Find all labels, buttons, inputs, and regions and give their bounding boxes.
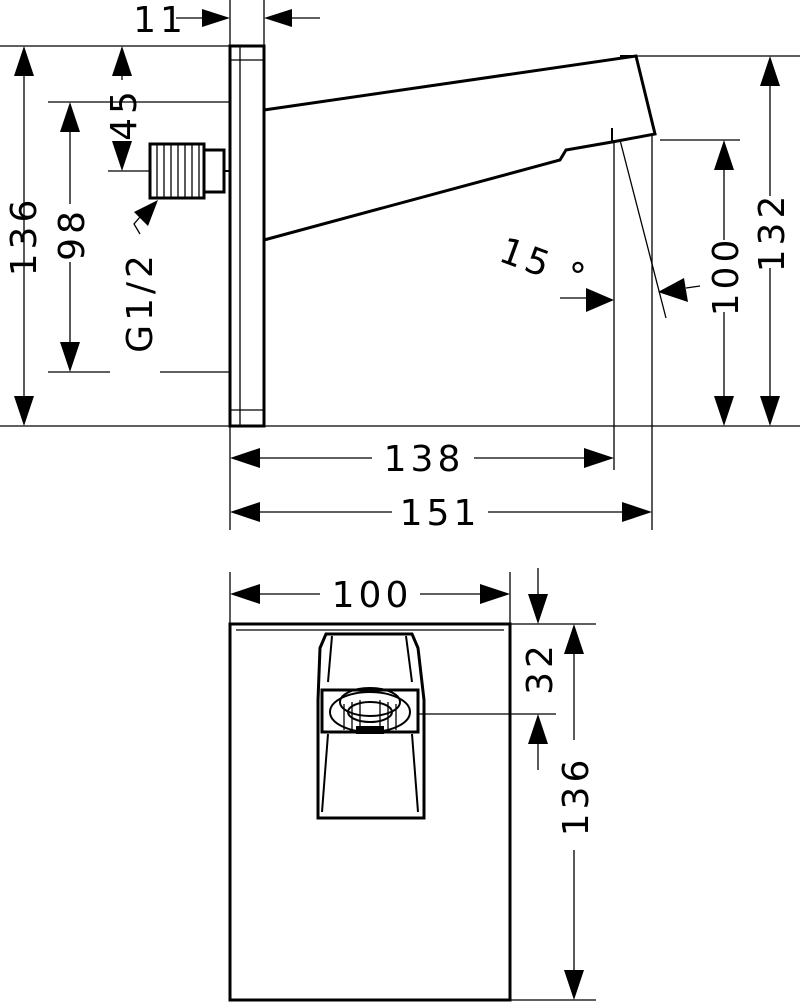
- dim-connector-offset: 45: [104, 87, 145, 141]
- front-view: 100 32 136: [228, 568, 597, 1002]
- side-wall-plate: [228, 44, 266, 428]
- dim-total-height: 136: [4, 196, 45, 277]
- dim-wall-thickness: 11: [133, 0, 187, 41]
- dim-total-reach: 151: [400, 493, 481, 534]
- side-view: 11 136 98 45 G1/2 15 °: [0, 0, 800, 534]
- dim-outlet-offset: 32: [520, 641, 561, 695]
- dim-outlet-height: 100: [706, 236, 747, 317]
- dim-thread: G1/2: [120, 251, 161, 353]
- spout-front: [316, 632, 426, 820]
- hose-connector: [148, 142, 230, 200]
- dim-top-height: 132: [752, 192, 793, 273]
- front-wall-plate: [228, 622, 512, 1002]
- spout-body: [263, 54, 657, 242]
- dim-plate-width: 100: [332, 575, 413, 616]
- dim-connector-to-bottom: 98: [52, 207, 93, 261]
- dim-outlet-reach: 138: [384, 439, 465, 480]
- dim-plate-height: 136: [556, 756, 597, 837]
- dim-spray-angle: 15 °: [494, 230, 594, 300]
